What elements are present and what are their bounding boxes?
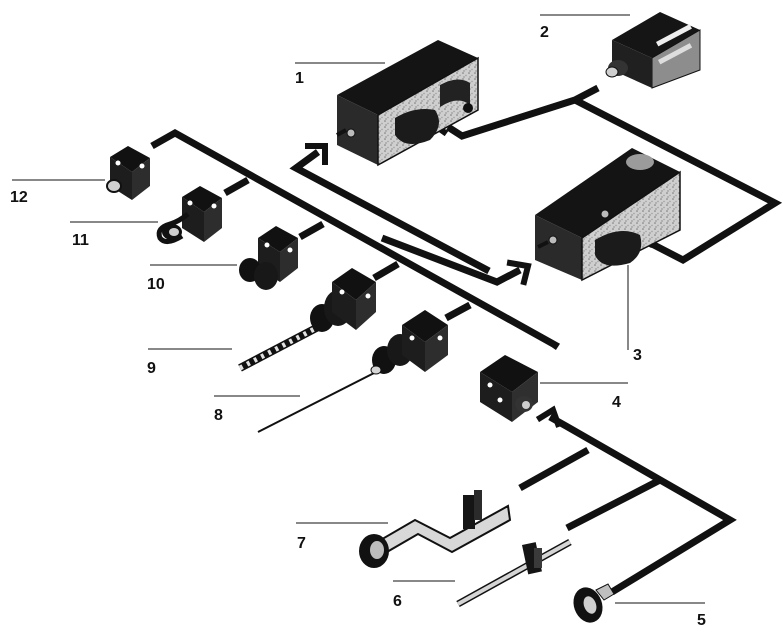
callout-3: 3 [633,347,642,364]
callout-11: 11 [72,232,89,249]
callout-7: 7 [297,535,306,552]
roller-lever-icon [573,583,615,623]
spring-wire-actuator-icon [257,310,448,433]
callout-numbers: 1 2 3 4 5 6 7 8 9 10 11 12 [10,24,706,629]
leader-lines [12,14,705,604]
connector-heads-to-body-3 [150,128,561,350]
rod-actuator-icon [456,538,572,608]
callout-8: 8 [214,407,223,424]
connector-actuators-to-head-4 [548,413,737,595]
connector-body-2-to-body-1 [446,84,600,140]
adjustable-roller-lever-icon [359,490,512,568]
callout-2: 2 [540,24,549,41]
arrow-into-head-4 [535,405,562,428]
connector-stub-7 [518,446,590,492]
connector-stub-8 [444,301,472,322]
callout-5: 5 [697,612,706,629]
limit-switch-body-icon [535,148,681,282]
callout-9: 9 [147,360,156,377]
callout-1: 1 [295,70,304,87]
connector-body-2-to-body-3 [573,96,783,265]
callout-10: 10 [147,276,165,293]
limit-switch-body-icon [336,40,479,167]
rod-spring-actuator-icon [238,268,376,372]
connector-branch-to-body-3 [380,234,522,286]
hook-roller-head-icon [156,186,222,244]
connector-stub-11 [223,176,250,197]
connector-stub-6 [565,476,662,532]
connector-stub-9 [372,260,400,282]
connector-to-body-1 [289,149,491,275]
compact-switch-body-icon [605,12,701,89]
connector-stub-10 [298,220,325,241]
roller-head-icon [239,226,298,290]
callout-12: 12 [10,189,28,206]
callout-4: 4 [612,394,621,411]
roller-plunger-head-icon [480,355,538,422]
callout-6: 6 [393,593,402,610]
arrow-into-body-1 [305,143,328,165]
arrow-into-body-3 [506,259,532,286]
plunger-head-icon [106,146,150,200]
